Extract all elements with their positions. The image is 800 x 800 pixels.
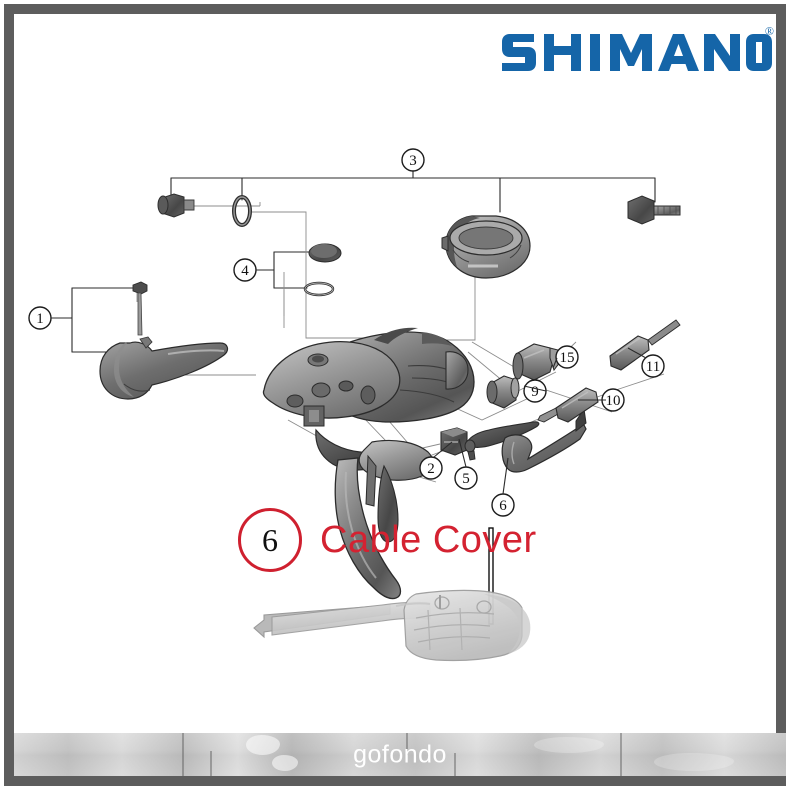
callout-3-label: 3 [409, 153, 417, 169]
highlight-number-badge: 6 [238, 508, 302, 572]
part-clamp-band-bolt [627, 195, 681, 225]
part-fixing-screw [132, 281, 148, 336]
callout-5: 5 [454, 466, 478, 490]
footer-blotch [654, 753, 734, 771]
callout-2-label: 2 [427, 461, 435, 477]
callout-1: 1 [28, 306, 52, 330]
part-clamp-band-nut [157, 193, 195, 218]
footer-watermark-band: gofondo [14, 733, 786, 776]
footer-blotch [534, 737, 604, 753]
part-lever-body-assembly [262, 327, 475, 600]
part-clamp-band [441, 215, 531, 279]
callout-15-label: 15 [560, 350, 575, 366]
footer-streak [210, 751, 212, 776]
callout-markers: 3 4 1 15 11 9 [28, 148, 665, 517]
part-clamp-band-washer [232, 195, 252, 227]
footer-streak [182, 733, 184, 776]
callout-stems [433, 347, 647, 495]
part-cable-adjust-barrel [486, 375, 520, 409]
registered-trademark-icon: ® [764, 24, 774, 38]
callout-3: 3 [401, 148, 425, 172]
callout-11-label: 11 [646, 359, 660, 375]
callout-11: 11 [641, 354, 665, 378]
callout-2: 2 [419, 456, 443, 480]
footer-streak [454, 753, 456, 776]
highlighted-part-label: 6 Cable Cover [238, 508, 537, 572]
shimano-logo: ® [500, 22, 776, 74]
part-o-ring-seal [303, 281, 335, 297]
callout-6: 6 [491, 493, 515, 517]
callout-leader-lines [51, 169, 656, 353]
footer-texture [14, 733, 786, 776]
footer-blotch [272, 755, 298, 771]
part-inner-cable-ferrule [537, 387, 599, 423]
callout-15: 15 [555, 345, 579, 369]
callout-4: 4 [233, 258, 257, 282]
callout-6-label: 6 [499, 498, 507, 514]
part-name-plate [308, 243, 342, 263]
part-outer-casing-end [609, 319, 681, 371]
part-cable-cover-small [501, 407, 587, 473]
callout-10-label: 10 [606, 393, 621, 409]
callout-9: 9 [523, 379, 547, 403]
callout-1-label: 1 [36, 311, 44, 327]
part-cable-adjust-bolt [512, 343, 561, 381]
cable-cover-illustration [253, 589, 531, 662]
callout-9-label: 9 [531, 384, 539, 400]
footer-streak [406, 733, 408, 755]
footer-watermark-text: gofondo [353, 740, 447, 768]
part-bracket-cover-hood [99, 336, 229, 400]
footer-blotch [246, 735, 280, 755]
callout-10: 10 [601, 388, 625, 412]
highlight-part-name: Cable Cover [320, 519, 537, 561]
callout-5-label: 5 [462, 471, 470, 487]
part-shift-lever-pawl [464, 421, 540, 461]
exploded-parts-diagram: 3 4 1 15 11 9 [16, 90, 784, 710]
footer-streak [620, 733, 622, 776]
callout-4-label: 4 [241, 263, 249, 279]
part-small-block [440, 427, 468, 456]
